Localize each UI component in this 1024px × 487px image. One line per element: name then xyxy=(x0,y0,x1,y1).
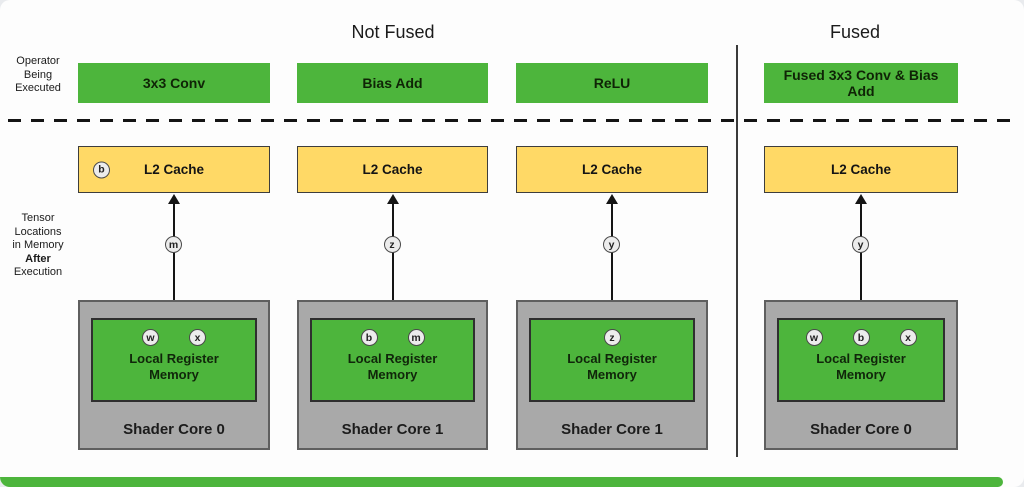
l2-cache-label: L2 Cache xyxy=(143,162,205,177)
up-arrow-head-icon xyxy=(855,194,867,204)
dashed-separator-line xyxy=(8,119,1016,122)
bottom-accent-bar xyxy=(0,477,1003,487)
column-bias-add: Bias Add L2 Cache z b m Local Register M… xyxy=(297,0,488,487)
operator-box: Bias Add xyxy=(297,63,488,103)
tensor-token-circle: z xyxy=(603,329,621,346)
register-tokens-row: w b x xyxy=(805,329,917,346)
operator-label: Bias Add xyxy=(362,75,423,91)
tensor-label-line: Tensor xyxy=(21,212,55,224)
local-register-memory-box: w b x Local Register Memory xyxy=(777,318,945,402)
local-register-memory-box: b m Local Register Memory xyxy=(310,318,475,402)
local-register-memory-box: w x Local Register Memory xyxy=(91,318,257,402)
l2-cache-box: b L2 Cache xyxy=(78,146,270,193)
arrow-tensor-token-circle: y xyxy=(852,236,869,253)
l2-cache-box: L2 Cache xyxy=(516,146,708,193)
arrow-tensor-token-circle: m xyxy=(165,236,182,253)
operator-label-line: Being xyxy=(23,68,53,81)
register-tokens-row: z xyxy=(603,329,621,346)
up-arrow-head-icon xyxy=(606,194,618,204)
l2-cache-box: L2 Cache xyxy=(297,146,488,193)
shader-core-label: Shader Core 1 xyxy=(341,421,444,438)
tensor-token-circle: m xyxy=(407,329,425,346)
operator-box: Fused 3x3 Conv & Bias Add xyxy=(764,63,958,103)
tensor-locations-label: Tensor Locations in Memory After Executi… xyxy=(2,212,74,280)
l2-cache-label: L2 Cache xyxy=(581,162,643,177)
shader-core-label: Shader Core 0 xyxy=(123,421,225,438)
shader-core-label: Shader Core 0 xyxy=(810,421,912,438)
local-register-memory-box: z Local Register Memory xyxy=(529,318,695,402)
column-fused-conv-bias: Fused 3x3 Conv & Bias Add L2 Cache y w b… xyxy=(764,0,958,487)
up-arrow-head-icon xyxy=(168,194,180,204)
local-register-memory-label: Local Register Memory xyxy=(816,351,906,382)
local-register-memory-label: Local Register Memory xyxy=(347,351,438,382)
l2-cache-label: L2 Cache xyxy=(830,162,892,177)
tensor-token-circle: w xyxy=(805,329,823,346)
operator-box: ReLU xyxy=(516,63,708,103)
tensor-token-circle: x xyxy=(189,329,206,346)
tensor-label-line: in Memory xyxy=(12,239,64,251)
tensor-token-circle: w xyxy=(142,329,159,346)
operator-box: 3x3 Conv xyxy=(78,63,270,103)
tensor-token-circle: b xyxy=(360,329,378,346)
local-register-memory-label: Local Register Memory xyxy=(129,351,219,382)
shader-core-box: b m Local Register Memory Shader Core 1 xyxy=(297,300,488,450)
l2-cache-label: L2 Cache xyxy=(362,162,423,177)
up-arrow-head-icon xyxy=(386,194,399,204)
shader-core-box: w b x Local Register Memory Shader Core … xyxy=(764,300,958,450)
shader-core-label: Shader Core 1 xyxy=(561,421,663,438)
not-fused-title: Not Fused xyxy=(351,22,435,42)
column-relu: ReLU L2 Cache y z Local Register Memory … xyxy=(516,0,708,487)
column-3x3-conv: 3x3 Conv b L2 Cache m w x Local Register… xyxy=(78,0,270,487)
fused-title: Fused xyxy=(829,22,881,42)
tensor-token-circle: x xyxy=(899,329,917,346)
tensor-label-line: Locations xyxy=(14,225,62,238)
fused-section-divider-line xyxy=(736,45,738,457)
tensor-label-line-after: After xyxy=(25,252,51,265)
l2-cache-box: L2 Cache xyxy=(764,146,958,193)
register-tokens-row: b m xyxy=(360,329,425,346)
operator-label: ReLU xyxy=(593,75,631,91)
operator-being-executed-label: Operator Being Executed xyxy=(6,55,70,96)
shader-core-box: w x Local Register Memory Shader Core 0 xyxy=(78,300,270,450)
tensor-token-circle: b xyxy=(852,329,870,346)
arrow-tensor-token-circle: y xyxy=(603,236,620,253)
shader-core-box: z Local Register Memory Shader Core 1 xyxy=(516,300,708,450)
arrow-tensor-token-circle: z xyxy=(383,236,401,253)
operator-label: Fused 3x3 Conv & Bias Add xyxy=(783,67,939,99)
tensor-label-line: Execution xyxy=(13,266,63,278)
local-register-memory-label: Local Register Memory xyxy=(567,351,657,382)
operator-label-line: Executed xyxy=(15,82,61,94)
register-tokens-row: w x xyxy=(142,329,206,346)
operator-label-line: Operator xyxy=(16,55,60,67)
operator-label: 3x3 Conv xyxy=(142,75,206,91)
tensor-token-circle: b xyxy=(93,161,110,178)
